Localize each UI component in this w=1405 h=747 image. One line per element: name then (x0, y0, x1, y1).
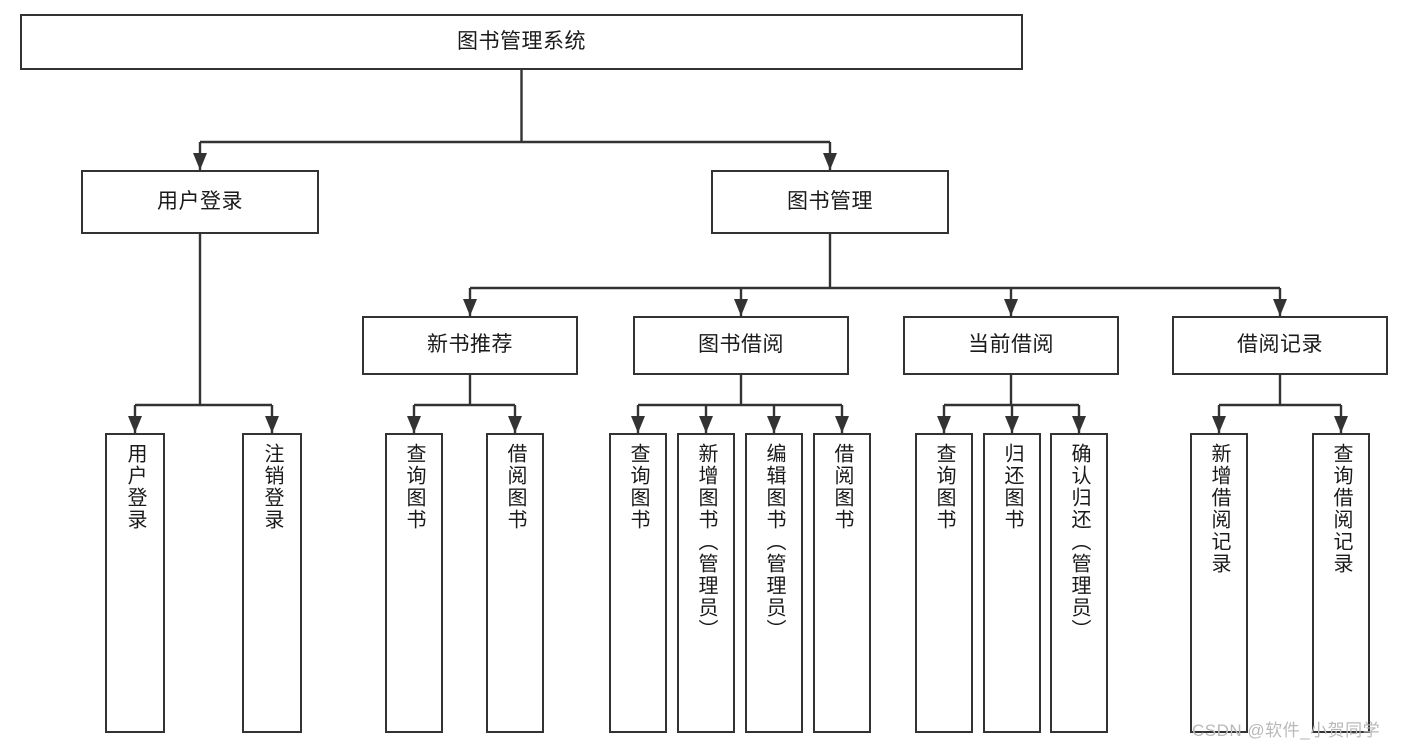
node-label: 编辑图书（管理员） (763, 443, 785, 641)
node-current-borrow[interactable]: 当前借阅 (903, 316, 1119, 375)
arrowhead-icon (463, 299, 477, 316)
node-label: 图书管理 (787, 189, 873, 213)
node-label: 确认归还（管理员） (1068, 443, 1090, 641)
node-label: 查询图书 (403, 443, 425, 531)
node-label: 注销登录 (261, 443, 283, 531)
node-leaf-borrow-book-2[interactable]: 借阅图书 (813, 433, 871, 733)
node-leaf-query-book-3[interactable]: 查询图书 (915, 433, 973, 733)
node-borrow-record[interactable]: 借阅记录 (1172, 316, 1388, 375)
arrowhead-icon (937, 416, 951, 433)
node-label: 用户登录 (124, 443, 146, 531)
node-leaf-query-book-1[interactable]: 查询图书 (385, 433, 443, 733)
node-label: 新增借阅记录 (1208, 443, 1230, 575)
node-leaf-return-book[interactable]: 归还图书 (983, 433, 1041, 733)
node-label: 借阅记录 (1237, 333, 1323, 357)
arrowhead-icon (631, 416, 645, 433)
node-leaf-query-book-2[interactable]: 查询图书 (609, 433, 667, 733)
watermark-text: CSDN @软件_小贺同学 (1192, 721, 1381, 740)
connector-current-borrow-to-leaves (937, 375, 1086, 433)
node-leaf-add-record[interactable]: 新增借阅记录 (1190, 433, 1248, 733)
node-label: 借阅图书 (831, 443, 853, 531)
arrowhead-icon (407, 416, 421, 433)
connector-root-to-level2 (193, 70, 837, 170)
arrowhead-icon (767, 416, 781, 433)
arrowhead-icon (734, 299, 748, 316)
node-label: 归还图书 (1001, 443, 1023, 531)
connector-user-login-to-leaves (128, 234, 279, 433)
node-leaf-user-logout[interactable]: 注销登录 (242, 433, 302, 733)
node-label: 当前借阅 (968, 333, 1054, 357)
arrowhead-icon (193, 153, 207, 170)
node-leaf-borrow-book-1[interactable]: 借阅图书 (486, 433, 544, 733)
connector-book-manage-to-level3 (463, 234, 1287, 316)
node-new-book-recommend[interactable]: 新书推荐 (362, 316, 578, 375)
node-book-manage[interactable]: 图书管理 (711, 170, 949, 234)
node-book-borrow[interactable]: 图书借阅 (633, 316, 849, 375)
arrowhead-icon (699, 416, 713, 433)
node-leaf-confirm-return[interactable]: 确认归还（管理员） (1050, 433, 1108, 733)
arrowhead-icon (1334, 416, 1348, 433)
arrowhead-icon (835, 416, 849, 433)
node-root[interactable]: 图书管理系统 (20, 14, 1023, 70)
node-label: 新增图书（管理员） (695, 443, 717, 641)
arrowhead-icon (1005, 416, 1019, 433)
node-leaf-edit-book-admin[interactable]: 编辑图书（管理员） (745, 433, 803, 733)
node-label: 用户登录 (157, 189, 243, 213)
arrowhead-icon (128, 416, 142, 433)
node-label: 查询图书 (627, 443, 649, 531)
arrowhead-icon (508, 416, 522, 433)
arrowhead-icon (265, 416, 279, 433)
connector-book-borrow-to-leaves (631, 375, 849, 433)
node-label: 图书借阅 (698, 333, 784, 357)
arrowhead-icon (1212, 416, 1226, 433)
arrowhead-icon (1072, 416, 1086, 433)
arrowhead-icon (823, 153, 837, 170)
node-leaf-user-login[interactable]: 用户登录 (105, 433, 165, 733)
node-label: 借阅图书 (504, 443, 526, 531)
node-leaf-query-record[interactable]: 查询借阅记录 (1312, 433, 1370, 733)
node-label: 图书管理系统 (457, 29, 586, 53)
node-label: 新书推荐 (427, 333, 513, 357)
node-user-login[interactable]: 用户登录 (81, 170, 319, 234)
connector-borrow-record-to-leaves (1212, 375, 1348, 433)
node-label: 查询借阅记录 (1330, 443, 1352, 575)
node-leaf-add-book-admin[interactable]: 新增图书（管理员） (677, 433, 735, 733)
connector-new-book-recommend-to-leaves (407, 375, 522, 433)
node-label: 查询图书 (933, 443, 955, 531)
arrowhead-icon (1273, 299, 1287, 316)
arrowhead-icon (1004, 299, 1018, 316)
